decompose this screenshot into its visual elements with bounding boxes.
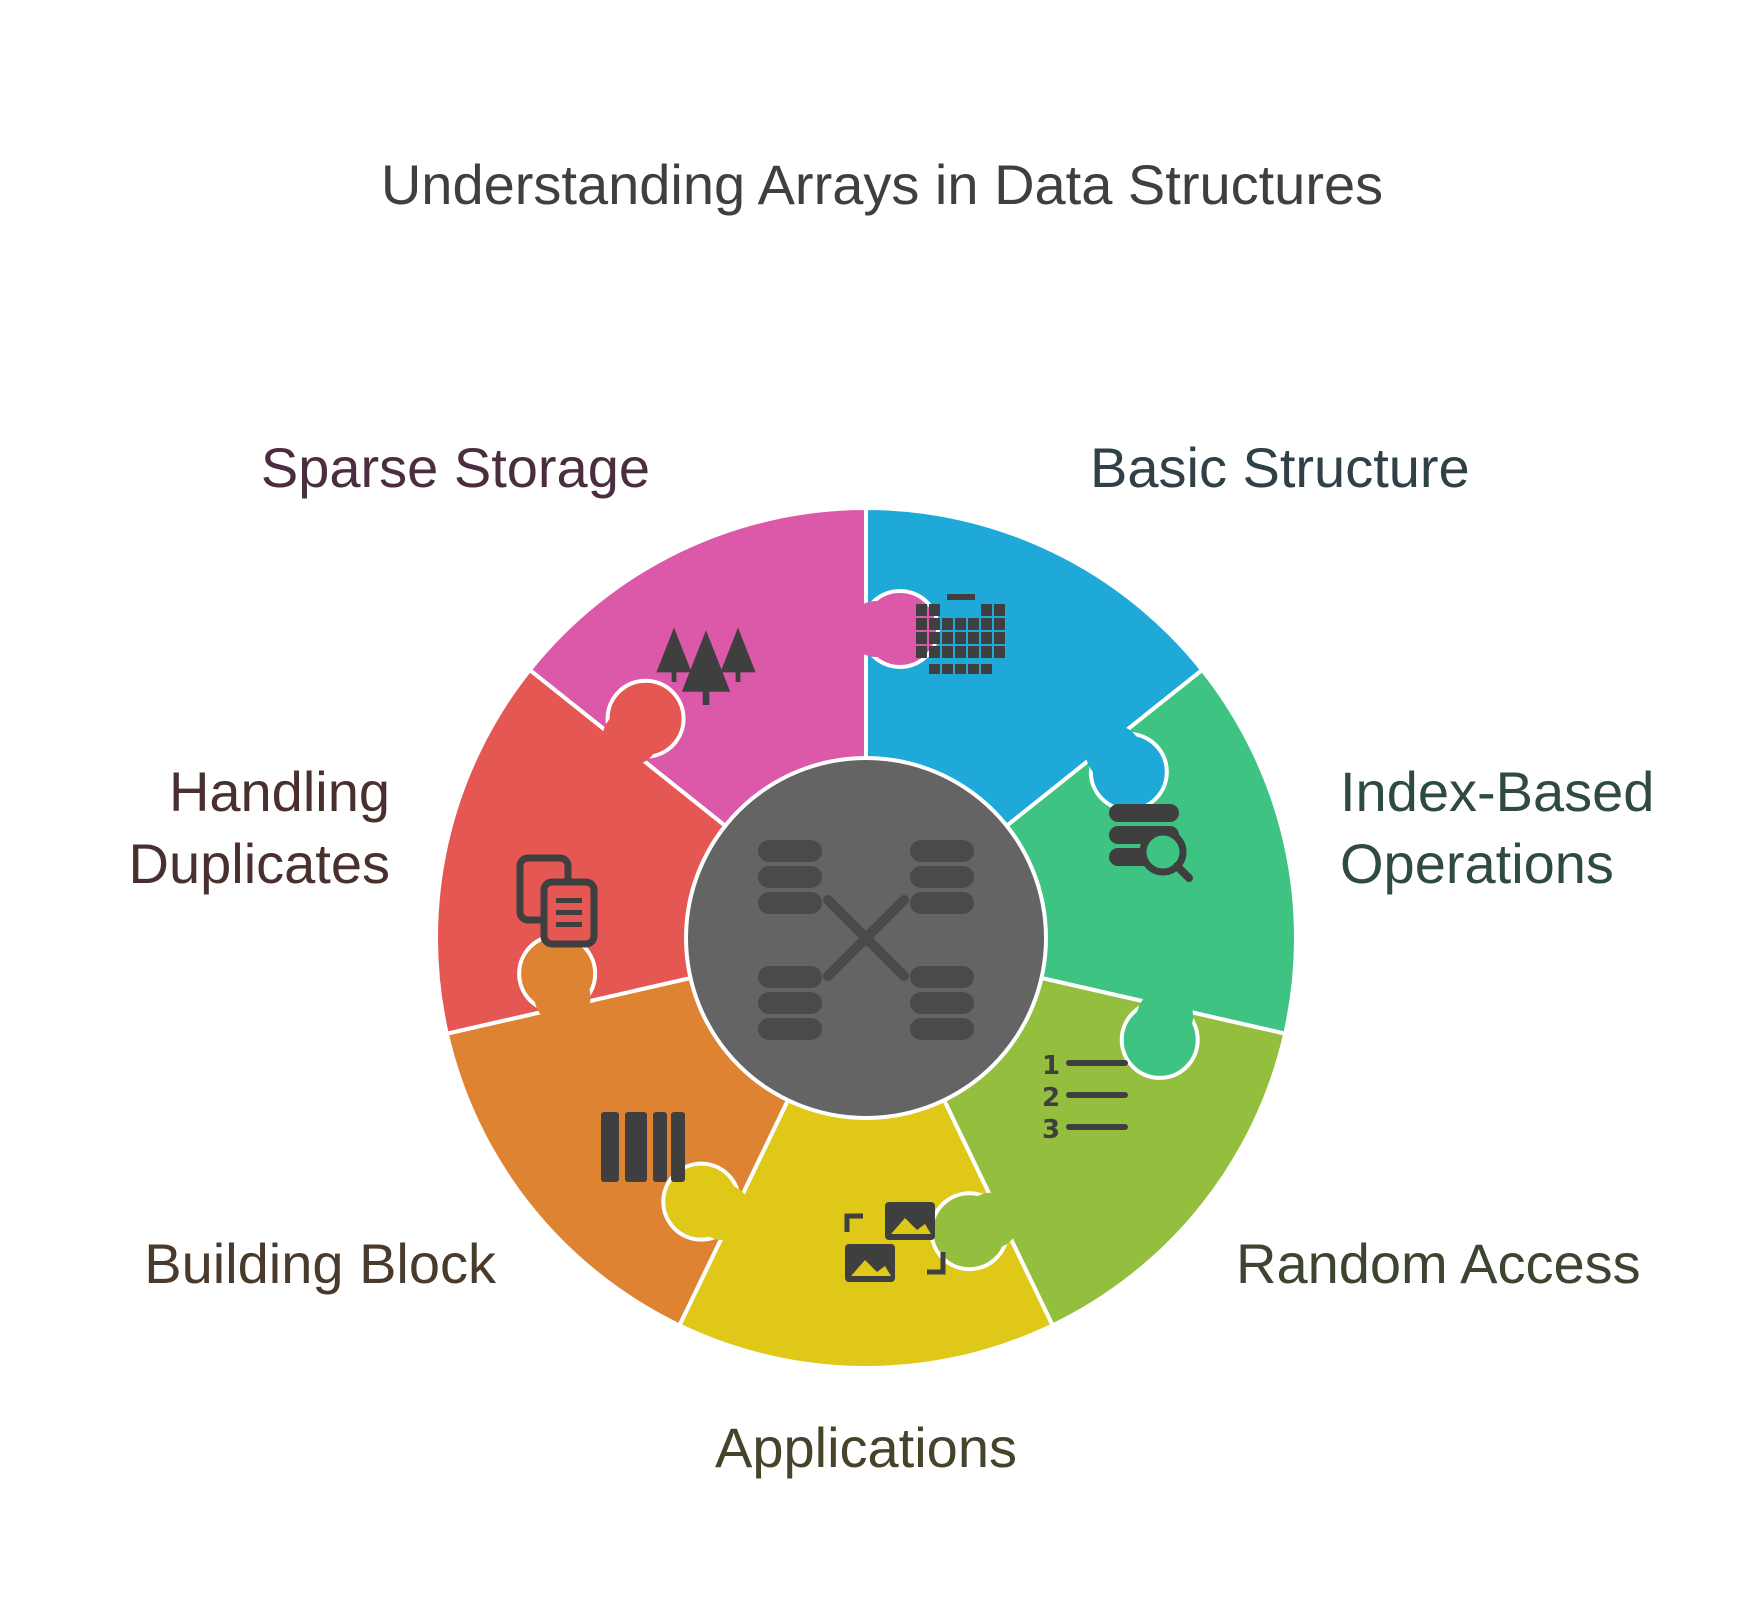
diagram-title: Understanding Arrays in Data Structures bbox=[380, 153, 1384, 216]
column-bars-icon bbox=[601, 1112, 685, 1182]
knob-neck bbox=[1085, 725, 1142, 782]
label-line: Random Access bbox=[1236, 1232, 1641, 1295]
pine-trees-icon bbox=[656, 627, 756, 705]
label-line: Operations bbox=[1340, 832, 1614, 895]
svg-text:2: 2 bbox=[1042, 1083, 1060, 1113]
label-line: Basic Structure bbox=[1090, 436, 1470, 499]
knob-neck bbox=[534, 969, 591, 1026]
label-line: Applications bbox=[715, 1416, 1017, 1479]
label-line: Handling bbox=[168, 760, 390, 823]
knob-neck bbox=[694, 1184, 751, 1241]
knob-neck bbox=[963, 1192, 1020, 1249]
database-cross-icon bbox=[758, 840, 974, 1040]
svg-text:1: 1 bbox=[1042, 1051, 1060, 1081]
label-random-access: Random Access bbox=[1236, 1228, 1736, 1300]
label-line: Duplicates bbox=[128, 832, 390, 895]
knob-neck bbox=[848, 600, 904, 657]
label-basic-structure: Basic Structure bbox=[1090, 432, 1540, 504]
copy-documents-icon bbox=[516, 854, 598, 948]
periodic-grid-icon bbox=[916, 594, 1005, 674]
svg-text:3: 3 bbox=[1042, 1115, 1060, 1145]
label-line: Sparse Storage bbox=[260, 436, 650, 499]
knob-neck bbox=[1137, 988, 1194, 1045]
knob-neck bbox=[602, 709, 659, 766]
label-building-block: Building Block bbox=[96, 1228, 496, 1300]
label-line: Building Block bbox=[144, 1232, 496, 1295]
database-search-icon bbox=[1109, 804, 1193, 882]
label-sparse-storage: Sparse Storage bbox=[200, 432, 650, 504]
swap-images-icon bbox=[844, 1202, 946, 1282]
label-line: Index-Based bbox=[1340, 760, 1655, 823]
label-applications: Applications bbox=[616, 1412, 1116, 1484]
numbered-list-icon: 123 bbox=[1042, 1051, 1128, 1145]
